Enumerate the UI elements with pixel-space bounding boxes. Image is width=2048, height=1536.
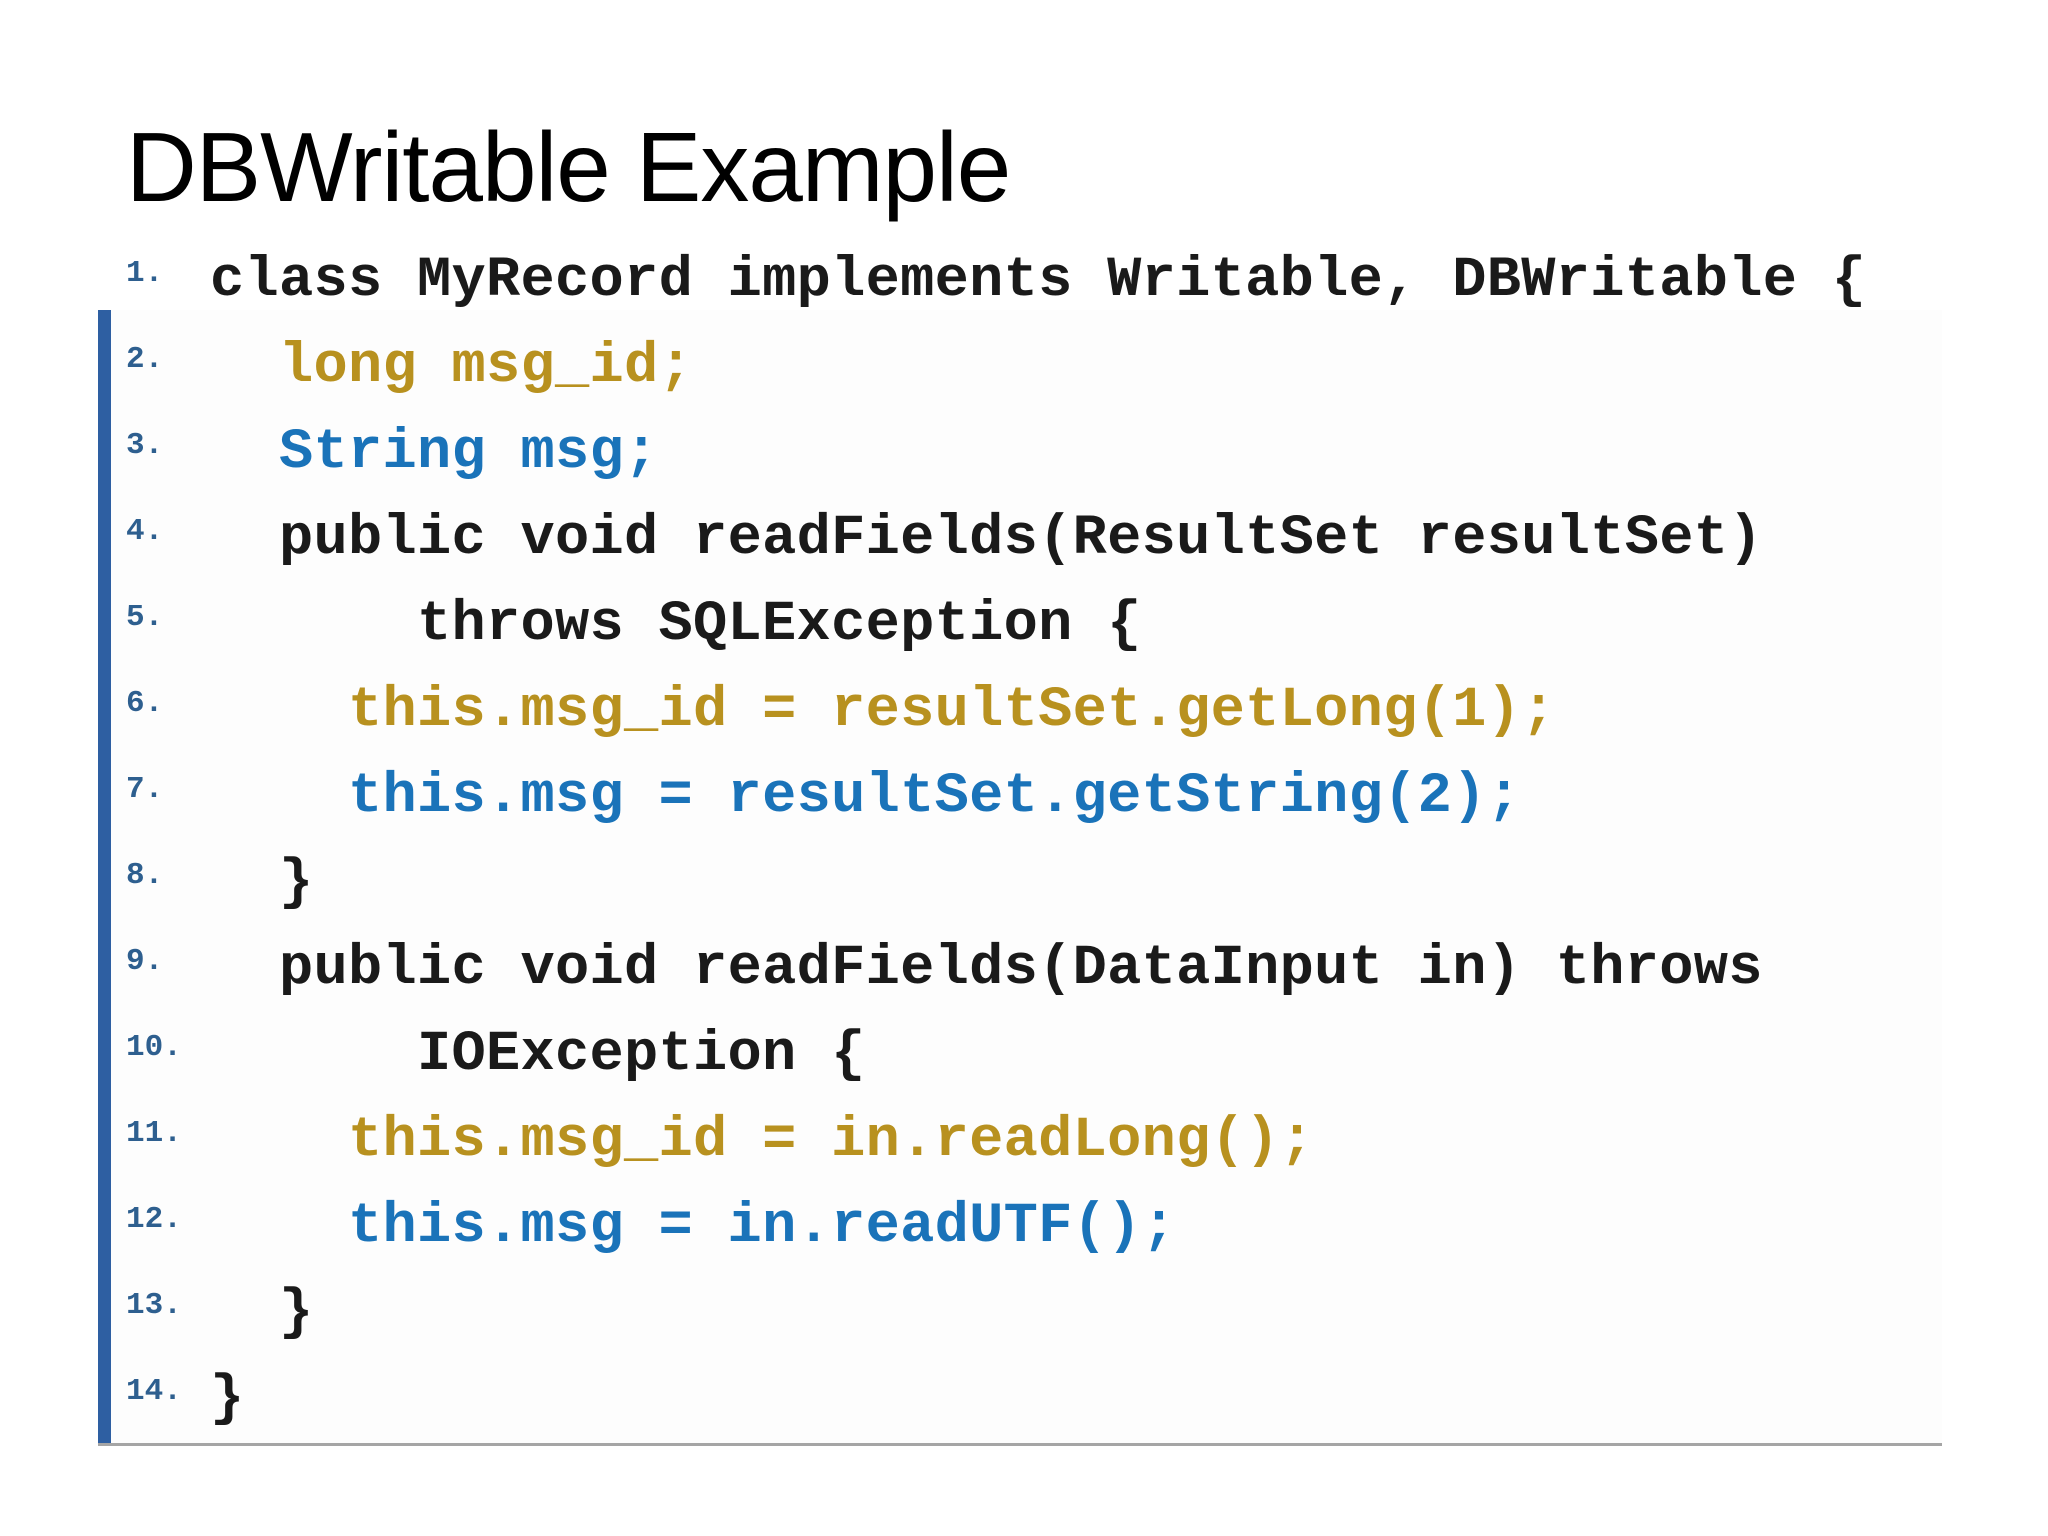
line-number: 11.: [126, 1116, 182, 1151]
code-text: }: [279, 851, 314, 915]
code-text: this.msg = resultSet.getString(2);: [348, 765, 1522, 829]
code-text: this.msg_id = in.readLong();: [348, 1109, 1315, 1173]
code-panel: [111, 310, 1942, 1443]
line-number: 7.: [126, 772, 164, 807]
code-text: class MyRecord implements Writable, DBWr…: [210, 249, 1867, 313]
code-text: }: [210, 1367, 245, 1431]
slide-title: DBWritable Example: [126, 112, 1011, 222]
line-number: 6.: [126, 686, 164, 721]
line-number: 13.: [126, 1288, 182, 1323]
line-number: 10.: [126, 1030, 182, 1065]
code-text: this.msg_id = resultSet.getLong(1);: [348, 679, 1556, 743]
code-text: String msg;: [279, 421, 659, 485]
line-number: 8.: [126, 858, 164, 893]
code-text: public void readFields(DataInput in) thr…: [279, 937, 1763, 1001]
line-number: 3.: [126, 428, 164, 463]
code-text: }: [279, 1281, 314, 1345]
code-text: long msg_id;: [279, 335, 694, 399]
line-number: 14.: [126, 1374, 182, 1409]
line-number: 9.: [126, 944, 164, 979]
line-number: 5.: [126, 600, 164, 635]
code-text: IOException {: [417, 1023, 866, 1087]
code-block-left-bar: [98, 310, 111, 1446]
line-number: 1.: [126, 256, 164, 291]
code-text: throws SQLException {: [417, 593, 1142, 657]
code-text: public void readFields(ResultSet resultS…: [279, 507, 1763, 571]
code-block-bottom-rule: [98, 1443, 1942, 1446]
line-number: 2.: [126, 342, 164, 377]
line-number: 12.: [126, 1202, 182, 1237]
line-number: 4.: [126, 514, 164, 549]
code-text: this.msg = in.readUTF();: [348, 1195, 1177, 1259]
